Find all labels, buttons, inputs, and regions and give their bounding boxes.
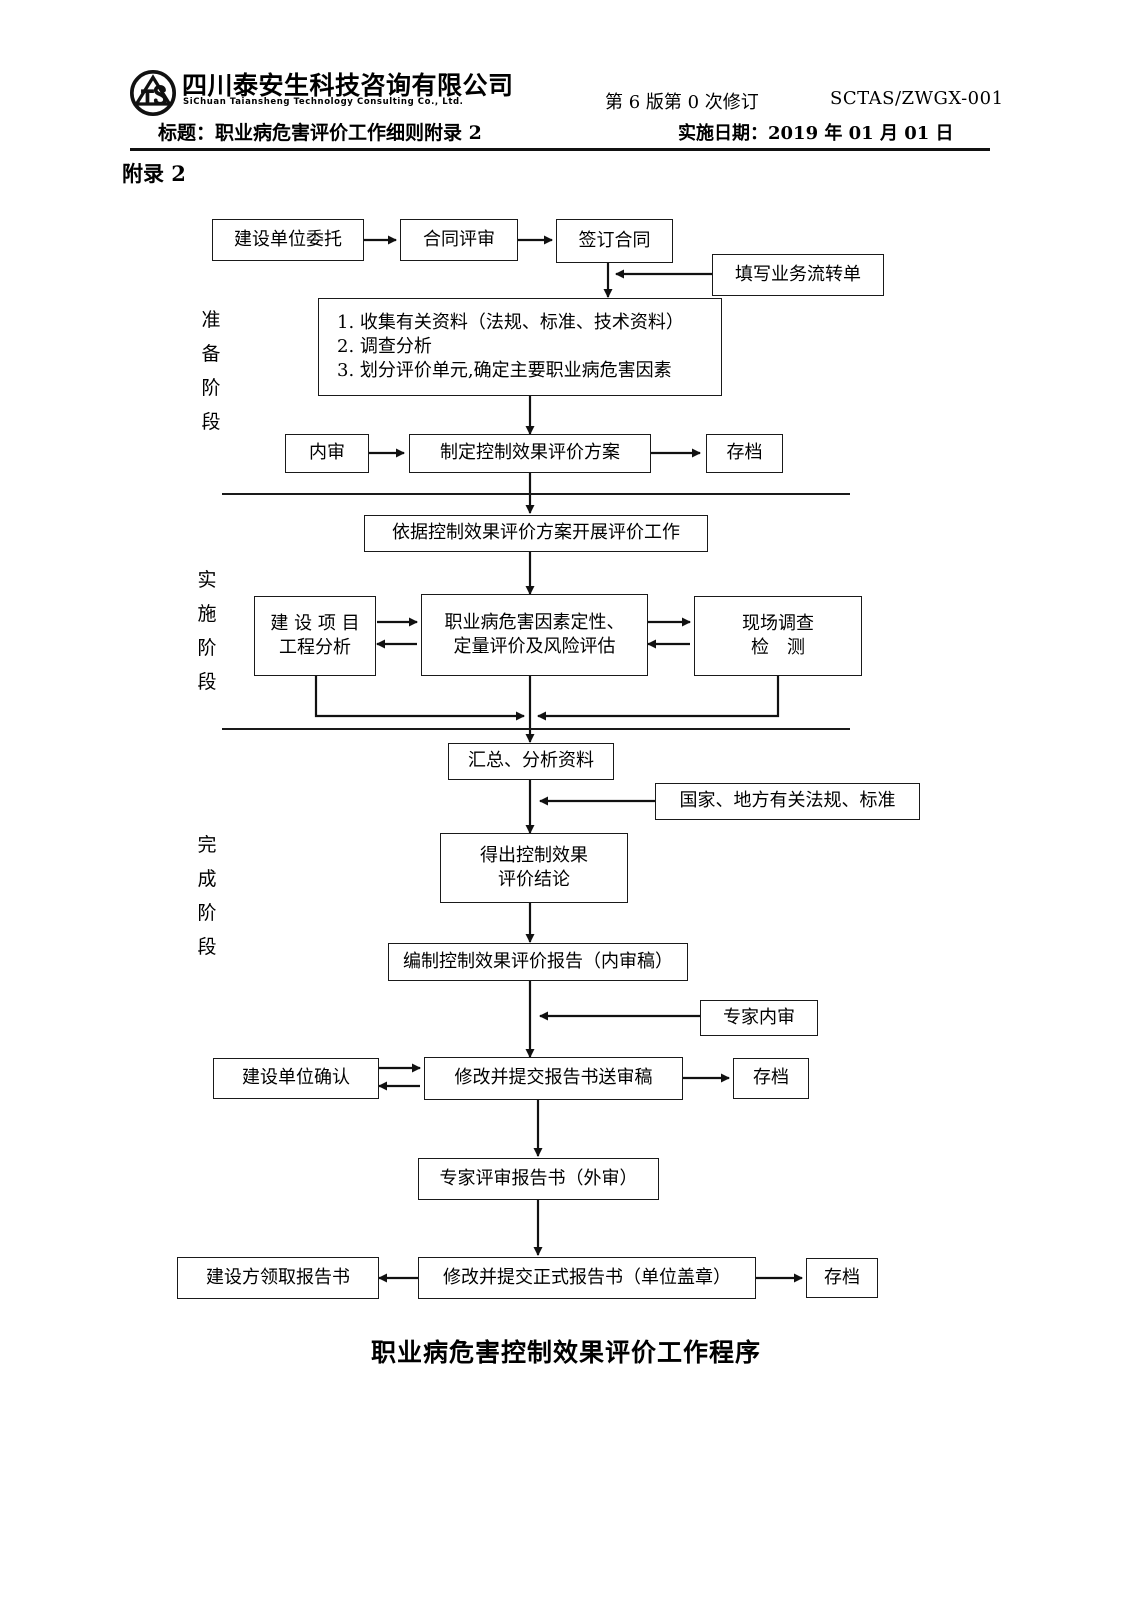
node-label: 存档 [824,1266,860,1288]
node-fill-transfer-form[interactable]: 填写业务流转单 [712,254,884,296]
node-label: 签订合同 [578,229,651,251]
node-label: 依据控制效果评价方案开展评价工作 [392,522,680,544]
node-sign-contract[interactable]: 签订合同 [556,219,673,263]
node-label-line1: 1. 收集有关资料（法规、标准、技术资料） [337,311,684,333]
company-name-cn: 四川泰安生科技咨询有限公司 [182,71,514,100]
document-title-line: 标题：职业病危害评价工作细则附录 2 [158,122,482,144]
header-rule [130,148,990,151]
node-label-line2: 检 测 [751,637,805,658]
node-project-engineering-analysis[interactable]: 建 设 项 目 工程分析 [254,596,376,676]
node-label-line2: 工程分析 [279,637,351,658]
node-label: 制定控制效果评价方案 [440,442,620,464]
ts-circle-logo-icon [130,70,176,116]
node-label: 专家内审 [723,1006,795,1028]
node-contract-review[interactable]: 合同评审 [400,219,518,261]
stage-label-text: 实施阶段 [197,569,217,693]
node-owner-confirmation[interactable]: 建设单位确认 [213,1058,379,1099]
node-label-line1: 现场调查 [742,612,814,634]
node-make-plan[interactable]: 制定控制效果评价方案 [409,434,651,473]
node-label-line1: 建 设 项 目 [270,612,360,634]
node-label: 国家、地方有关法规、标准 [679,790,896,812]
stage-divider-2 [222,728,850,730]
stage-label-text: 准备阶段 [201,309,221,433]
node-preparation-tasks[interactable]: 1. 收集有关资料（法规、标准、技术资料） 2. 调查分析 3. 划分评价单元,… [318,298,722,396]
node-expert-internal-review[interactable]: 专家内审 [700,1000,818,1036]
node-laws-and-standards[interactable]: 国家、地方有关法规、标准 [655,783,920,820]
node-label-line2: 2. 调查分析 [337,335,432,357]
effective-date: 实施日期：2019 年 01 月 01 日 [678,123,954,144]
node-qualitative-quantitative-assessment[interactable]: 职业病危害因素定性、 定量评价及风险评估 [421,594,648,676]
node-label: 专家评审报告书（外审） [439,1167,638,1189]
node-label: 存档 [753,1067,789,1089]
node-final-report[interactable]: 修改并提交正式报告书（单位盖章） [418,1257,756,1299]
stage-label-completion: 完成阶段 [192,828,222,964]
node-evaluation-conclusion[interactable]: 得出控制效果 评价结论 [440,833,628,903]
node-archive-2[interactable]: 存档 [733,1058,809,1099]
node-label-line3: 3. 划分评价单元,确定主要职业病危害因素 [337,360,672,382]
node-label: 合同评审 [423,228,495,250]
node-label: 编制控制效果评价报告（内审稿） [403,950,673,972]
node-label: 修改并提交正式报告书（单位盖章） [443,1266,731,1288]
node-collect-report[interactable]: 建设方领取报告书 [177,1257,379,1299]
node-label-line1: 得出控制效果 [480,844,588,866]
node-label-line1: 职业病危害因素定性、 [444,611,625,633]
node-summarize-analyze[interactable]: 汇总、分析资料 [448,743,614,780]
node-archive-3[interactable]: 存档 [806,1258,878,1298]
node-label: 存档 [726,442,763,464]
node-revise-and-submit-draft[interactable]: 修改并提交报告书送审稿 [424,1057,683,1100]
document-number: SCTAS/ZWGX-001 [830,88,1004,109]
node-draft-report[interactable]: 编制控制效果评价报告（内审稿） [388,943,688,981]
node-label: 填写业务流转单 [735,263,861,285]
node-internal-audit[interactable]: 内审 [285,434,369,473]
figure-caption: 职业病危害控制效果评价工作程序 [370,1338,761,1367]
revision-text: 第 6 版第 0 次修订 [605,92,759,113]
node-label: 建设单位委托 [234,228,342,250]
node-site-survey-testing[interactable]: 现场调查 检 测 [694,596,862,676]
node-label: 汇总、分析资料 [468,750,594,772]
stage-label-preparation: 准备阶段 [196,303,226,439]
appendix-label: 附录 2 [122,161,186,186]
node-label: 内审 [309,442,345,464]
node-expert-external-review[interactable]: 专家评审报告书（外审） [418,1158,659,1200]
stage-label-text: 完成阶段 [197,834,217,958]
node-label-line2: 定量评价及风险评估 [453,636,616,657]
document-header: 四川泰安生科技咨询有限公司 SiChuan Taiansheng Technol… [130,66,1003,150]
node-label-line2: 评价结论 [498,869,570,890]
node-label: 修改并提交报告书送审稿 [454,1067,653,1089]
node-archive-1[interactable]: 存档 [706,434,783,473]
company-logo: 四川泰安生科技咨询有限公司 SiChuan Taiansheng Technol… [130,68,513,120]
stage-divider-1 [222,493,850,495]
node-entrust[interactable]: 建设单位委托 [212,219,364,261]
node-carry-out-evaluation[interactable]: 依据控制效果评价方案开展评价工作 [364,515,708,552]
node-label: 建设方领取报告书 [206,1266,350,1288]
stage-label-implementation: 实施阶段 [192,563,222,699]
company-name-en: SiChuan Taiansheng Technology Consulting… [183,97,464,107]
node-label: 建设单位确认 [242,1067,350,1089]
